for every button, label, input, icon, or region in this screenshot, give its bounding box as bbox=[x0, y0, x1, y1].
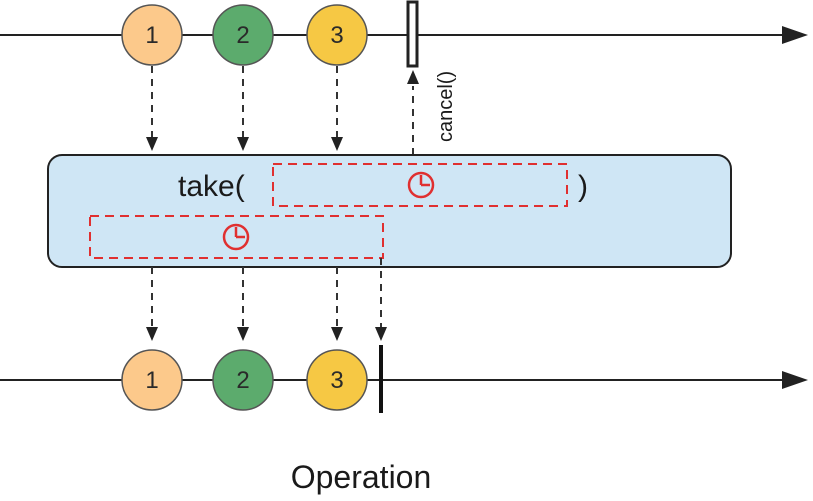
operator-close-label: ) bbox=[578, 170, 588, 203]
result-marble-1: 1 bbox=[121, 349, 183, 411]
result-marble-3-label: 3 bbox=[330, 367, 343, 394]
input-arrows bbox=[151, 66, 414, 155]
cancel-label: cancel() bbox=[435, 71, 457, 142]
result-timeline-arrowhead bbox=[782, 371, 808, 389]
operator-open-label: take( bbox=[178, 170, 245, 203]
result-marble-1-label: 1 bbox=[145, 367, 158, 394]
result-marble-3: 3 bbox=[306, 349, 368, 411]
cancel-marker bbox=[406, 0, 419, 68]
input-arrowheads bbox=[146, 70, 419, 151]
source-marble-3: 3 bbox=[306, 4, 368, 66]
timer-argument-box bbox=[272, 163, 568, 207]
clock-icon bbox=[222, 223, 250, 251]
clock-icon bbox=[407, 171, 435, 199]
output-arrows bbox=[151, 258, 382, 330]
result-marble-2-label: 2 bbox=[236, 367, 249, 394]
source-marble-3-label: 3 bbox=[330, 22, 343, 49]
result-timeline bbox=[0, 371, 808, 389]
source-marble-2: 2 bbox=[212, 4, 274, 66]
source-marble-1: 1 bbox=[121, 4, 183, 66]
diagram-caption: Operation bbox=[291, 459, 432, 495]
operator-box bbox=[47, 154, 732, 268]
source-timeline-arrowhead bbox=[782, 26, 808, 44]
source-marble-2-label: 2 bbox=[236, 22, 249, 49]
timer-duration-box bbox=[89, 215, 384, 259]
result-marble-2: 2 bbox=[212, 349, 274, 411]
output-arrowheads bbox=[146, 327, 387, 341]
source-marble-1-label: 1 bbox=[145, 22, 158, 49]
source-timeline bbox=[0, 26, 808, 44]
